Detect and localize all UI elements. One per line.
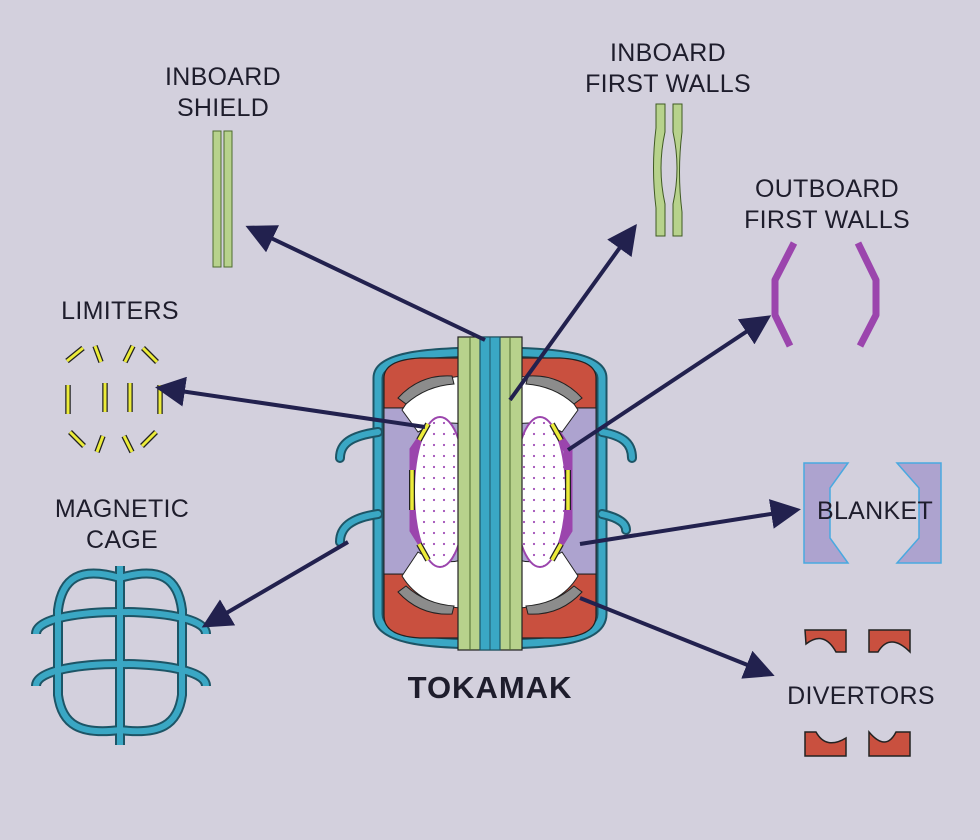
callout-arrows	[155, 223, 801, 679]
label-limiters: LIMITERS	[61, 297, 179, 325]
arrow-divertors	[579, 596, 775, 679]
arrow-blanket	[579, 499, 801, 546]
inboard-shield-part	[212, 130, 233, 268]
outboard-first-walls-part	[771, 241, 880, 348]
arrow-inboard-shield	[245, 225, 486, 342]
label-outboard-first-walls: OUTBOARD FIRST WALLS	[744, 175, 910, 234]
arrow-magnetic-cage	[201, 540, 350, 628]
arrow-limiters	[155, 376, 426, 429]
limiters-part	[65, 344, 163, 454]
label-magnetic-cage: MAGNETIC CAGE	[54, 495, 190, 554]
arrow-outboard-first-walls	[566, 315, 772, 452]
inboard-first-walls-part	[653, 103, 683, 237]
magnetic-cage-part	[31, 566, 211, 745]
label-divertors: DIVERTORS	[787, 682, 935, 710]
label-inboard-first-walls: INBOARD FIRST WALLS	[585, 39, 751, 98]
blanket-part	[803, 462, 942, 564]
diagram-title: TOKAMAK	[407, 670, 573, 705]
label-blanket: BLANKET	[816, 497, 934, 525]
arrow-inboard-first-walls	[508, 223, 637, 402]
divertors-part	[804, 629, 911, 757]
tokamak-assembly	[335, 336, 637, 651]
label-inboard-shield: INBOARD SHIELD	[164, 63, 281, 122]
